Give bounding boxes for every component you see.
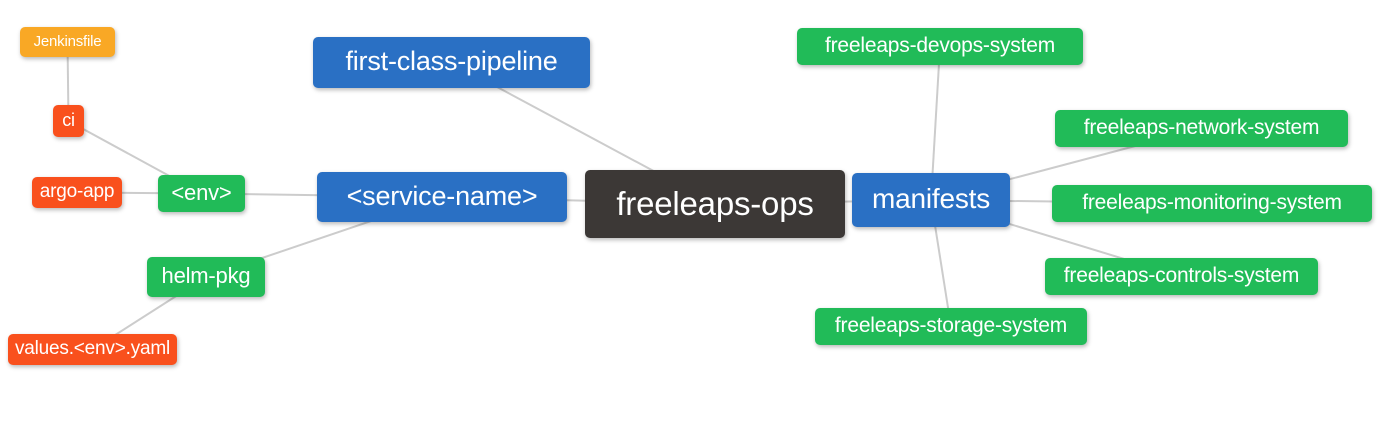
node-controls-system[interactable]: freeleaps-controls-system <box>1045 258 1318 295</box>
node-manifests[interactable]: manifests <box>852 173 1010 227</box>
node-label: manifests <box>871 183 991 214</box>
node-storage-system[interactable]: freeleaps-storage-system <box>815 308 1087 345</box>
node-service-name[interactable]: <service-name> <box>317 172 567 222</box>
node-label: freeleaps-network-system <box>1083 116 1320 139</box>
node-label: helm-pkg <box>161 263 251 288</box>
node-freeleaps-ops[interactable]: freeleaps-ops <box>585 170 845 238</box>
node-label: ci <box>62 110 75 130</box>
node-helm-pkg[interactable]: helm-pkg <box>147 257 265 297</box>
node-label: <service-name> <box>346 180 538 211</box>
node-label: freeleaps-storage-system <box>834 314 1068 337</box>
node-first-class-pipeline[interactable]: first-class-pipeline <box>313 37 590 88</box>
node-label: freeleaps-controls-system <box>1063 264 1300 287</box>
node-env[interactable]: <env> <box>158 175 245 212</box>
node-jenkinsfile[interactable]: Jenkinsfile <box>20 27 115 57</box>
node-label: Jenkinsfile <box>33 32 102 50</box>
node-devops-system[interactable]: freeleaps-devops-system <box>797 28 1083 65</box>
node-label: first-class-pipeline <box>345 46 558 76</box>
node-label: freeleaps-monitoring-system <box>1082 191 1342 214</box>
node-label: freeleaps-devops-system <box>825 34 1055 57</box>
node-values-env-yaml[interactable]: values.<env>.yaml <box>8 334 177 365</box>
node-monitoring-system[interactable]: freeleaps-monitoring-system <box>1052 185 1372 222</box>
node-ci[interactable]: ci <box>53 105 84 137</box>
node-label: argo-app <box>39 181 115 202</box>
node-label: <env> <box>171 179 232 205</box>
node-label: values.<env>.yaml <box>14 338 171 359</box>
node-argo-app[interactable]: argo-app <box>32 177 122 208</box>
node-network-system[interactable]: freeleaps-network-system <box>1055 110 1348 147</box>
node-label: freeleaps-ops <box>616 184 814 222</box>
